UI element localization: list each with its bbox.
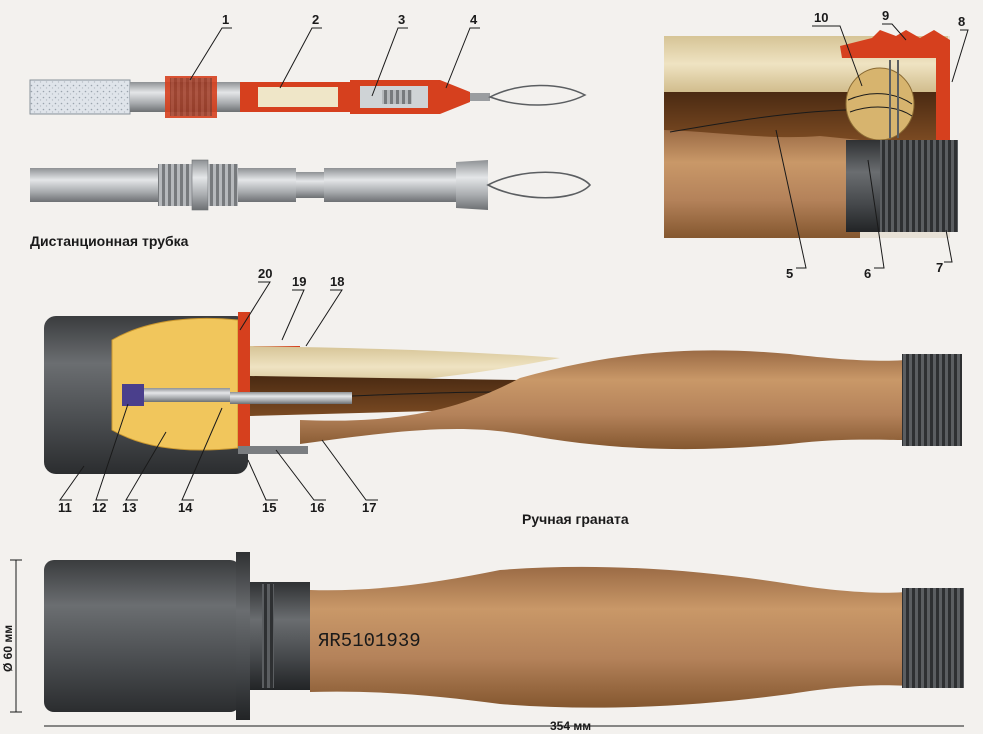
callout-20: 20 (258, 266, 272, 281)
leader-lines (59, 23, 969, 501)
serial-number: ЯR5101939 (318, 630, 421, 652)
callout-11: 11 (58, 500, 72, 515)
fuse-callouts: 1 2 3 4 (222, 12, 478, 27)
dimension-lines (10, 559, 964, 727)
cap-callouts: 10 9 8 5 6 7 (786, 8, 965, 281)
callout-12: 12 (92, 500, 106, 515)
callout-3: 3 (398, 12, 405, 27)
callout-8: 8 (958, 14, 965, 29)
callout-13: 13 (122, 500, 136, 515)
callout-15: 15 (262, 500, 276, 515)
callout-18: 18 (330, 274, 344, 289)
grenade-bottom-callouts: 11 12 13 14 15 16 17 (58, 500, 376, 515)
callout-7: 7 (936, 260, 943, 275)
callout-17: 17 (362, 500, 376, 515)
length-label: 354 мм (550, 719, 591, 733)
callout-5: 5 (786, 266, 793, 281)
cap-cutaway (664, 30, 958, 238)
callout-10: 10 (814, 10, 828, 25)
grenade-cutaway (44, 312, 962, 474)
fuse-caption: Дистанционная трубка (30, 233, 189, 249)
callout-9: 9 (882, 8, 889, 23)
callout-1: 1 (222, 12, 229, 27)
fuse-cutaway (29, 76, 587, 118)
grenade-top-callouts: 20 19 18 (258, 266, 344, 289)
callout-2: 2 (312, 12, 319, 27)
diameter-label: Ø 60 мм (1, 625, 15, 672)
callout-6: 6 (864, 266, 871, 281)
callout-4: 4 (470, 12, 478, 27)
grenade-exterior (44, 552, 964, 720)
grenade-caption: Ручная граната (522, 511, 629, 527)
callout-19: 19 (292, 274, 306, 289)
callout-16: 16 (310, 500, 324, 515)
fuse-exterior (30, 159, 592, 211)
callout-14: 14 (178, 500, 193, 515)
